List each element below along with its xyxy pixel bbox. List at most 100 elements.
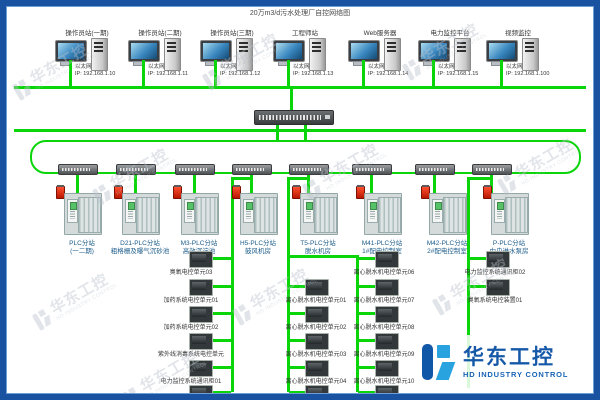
- plc-name: PLC分站: [69, 240, 95, 247]
- company-name-cn: 华东工控: [463, 345, 555, 369]
- control-unit: [189, 385, 213, 400]
- plc-rack-icon: [429, 193, 467, 235]
- hd-logo-icon: [422, 342, 456, 382]
- control-unit: [486, 279, 510, 296]
- ring-switch: [116, 164, 156, 175]
- plc-name: H5-PLC分站: [239, 240, 277, 247]
- alarm-beacon-icon: [483, 185, 492, 199]
- device-connector: [358, 339, 375, 342]
- diagram-title: 20万m3/d污水处理厂自控网络图: [249, 10, 351, 17]
- chain-line: [467, 177, 470, 388]
- drop-line: [76, 173, 79, 193]
- hd-logo-icon: [11, 77, 34, 101]
- hd-logo-icon: [31, 307, 54, 331]
- drop-line: [250, 173, 253, 193]
- plc-rack-icon: [64, 193, 102, 235]
- monitor-icon: [55, 40, 87, 62]
- control-unit: [375, 360, 399, 377]
- plc-rack-icon: [122, 193, 160, 235]
- drop-line: [69, 60, 72, 88]
- workstation-label: 电力监控平台: [430, 30, 470, 37]
- alarm-beacon-icon: [232, 185, 241, 199]
- control-unit-label: 离心脱水机电控单元09: [353, 352, 415, 358]
- computer-tower-icon: [522, 38, 539, 71]
- plc-rack-icon: [364, 193, 402, 235]
- device-connector: [358, 312, 375, 315]
- control-unit: [189, 360, 213, 377]
- control-unit-label: 加药系统电控单元01: [163, 298, 219, 304]
- control-unit: [305, 385, 329, 400]
- ethernet-bus: [14, 86, 586, 89]
- plc-name: M3-PLC分站: [180, 240, 218, 247]
- drop-line: [432, 60, 435, 88]
- control-unit: [189, 251, 213, 268]
- device-connector: [211, 391, 231, 394]
- device-connector: [469, 285, 486, 288]
- monitor-icon: [200, 40, 232, 62]
- control-unit: [305, 333, 329, 350]
- plc-rack-icon: [181, 193, 219, 235]
- alarm-beacon-icon: [173, 185, 182, 199]
- control-unit-label: 离心脱水机电控单元01: [285, 298, 347, 304]
- computer-tower-icon: [236, 38, 253, 71]
- chain-feed-line: [231, 177, 252, 180]
- workstation-label: 视频监控: [505, 30, 531, 37]
- computer-tower-icon: [384, 38, 401, 71]
- plc-name: T5-PLC分站: [300, 240, 336, 247]
- drop-line: [433, 173, 436, 193]
- drop-line: [362, 60, 365, 88]
- ring-switch: [175, 164, 215, 175]
- chain-feed-line: [467, 177, 492, 180]
- drop-line: [307, 173, 310, 193]
- workstation-label: 工程师站: [292, 30, 318, 37]
- plc-location: 2#配电控制室: [427, 248, 467, 255]
- ring-switch: [415, 164, 455, 175]
- device-connector: [211, 312, 231, 315]
- drop-line: [304, 123, 307, 142]
- hd-logo-icon: [121, 385, 144, 400]
- control-unit-label: 离心脱水机电控单元03: [285, 352, 347, 358]
- chain-line: [231, 177, 234, 392]
- control-unit-label: 电力监控系统通讯柜02: [464, 270, 526, 276]
- device-connector: [358, 391, 375, 394]
- drop-line: [500, 60, 503, 88]
- alarm-beacon-icon: [292, 185, 301, 199]
- plc-rack-icon: [300, 193, 338, 235]
- drop-line: [490, 173, 493, 193]
- device-connector: [289, 391, 305, 394]
- control-unit: [375, 251, 399, 268]
- control-unit-label: 离心脱水机电控单元02: [285, 325, 347, 331]
- monitor-icon: [128, 40, 160, 62]
- chain-line: [287, 177, 290, 392]
- computer-tower-icon: [164, 38, 181, 71]
- alarm-beacon-icon: [356, 185, 365, 199]
- plc-location: 鼓风机房: [245, 248, 271, 255]
- monitor-icon: [418, 40, 450, 62]
- ring-switch: [58, 164, 98, 175]
- control-unit: [375, 306, 399, 323]
- plc-name: D21-PLC分站: [120, 240, 160, 247]
- device-connector: [289, 285, 305, 288]
- device-connector: [211, 285, 231, 288]
- alarm-beacon-icon: [56, 185, 65, 199]
- ring-switch: [232, 164, 272, 175]
- hd-logo-icon: [231, 302, 254, 326]
- computer-tower-icon: [309, 38, 326, 71]
- device-connector: [358, 257, 375, 260]
- device-connector: [358, 366, 375, 369]
- device-connector: [469, 257, 486, 260]
- plc-location: (一二期): [70, 248, 94, 255]
- control-unit-label: 加药系统电控单元02: [163, 325, 219, 331]
- control-unit: [375, 279, 399, 296]
- drop-line: [134, 173, 137, 193]
- company-name-en: HD INDUSTRY CONTROL: [463, 369, 569, 379]
- plc-name: P-PLC分站: [492, 240, 526, 247]
- drop-line: [290, 88, 293, 110]
- ring-switch: [352, 164, 392, 175]
